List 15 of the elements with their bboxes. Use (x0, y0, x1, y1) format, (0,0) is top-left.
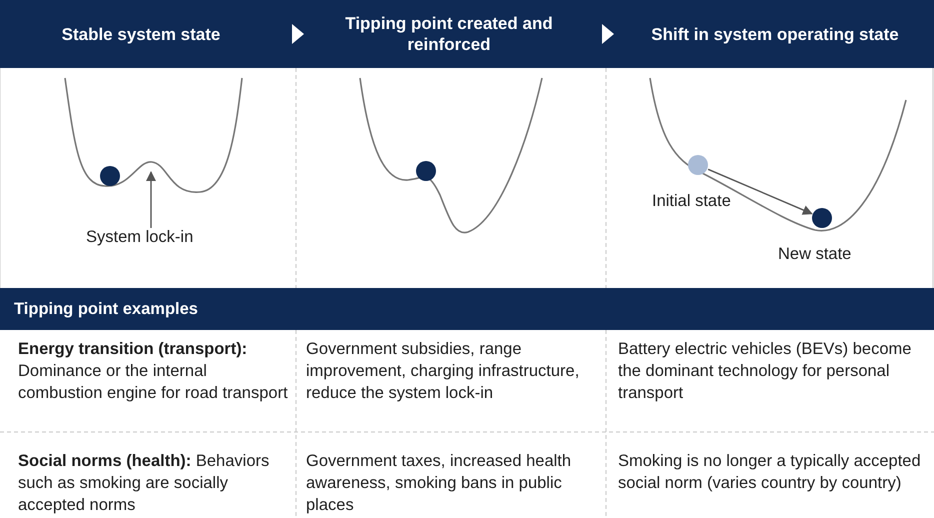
state-ball (812, 208, 832, 228)
landscape-curve-drawing (64, 78, 243, 193)
table-cell-text: Government taxes, increased health awareness, smoking bans in public places (306, 451, 572, 516)
state-ball (688, 155, 708, 175)
section-heading: Tipping point examples (14, 299, 198, 320)
table-cell-text: Social norms (health): Behaviors such as smoking are socially accepted norms (18, 451, 270, 516)
table-cell-text: Energy transition (transport): Dominance or the internal combustion engine for road transport (18, 339, 288, 404)
table-cell-text: Smoking is no longer a typically accepted social norm (varies country by country) (618, 451, 922, 494)
arrow (708, 168, 813, 215)
annotation-label: Initial state (652, 191, 731, 212)
annotation-label: New state (778, 244, 852, 265)
table-cell-text: Government subsidies, range improvement, charging infrastructure, reduce the system lock-in (306, 339, 580, 404)
table-cell-text: Battery electric vehicles (BEVs) become the dominant technology for personal transport (618, 339, 912, 404)
leader-line (146, 171, 156, 228)
annotation-label: System lock-in (86, 226, 194, 248)
